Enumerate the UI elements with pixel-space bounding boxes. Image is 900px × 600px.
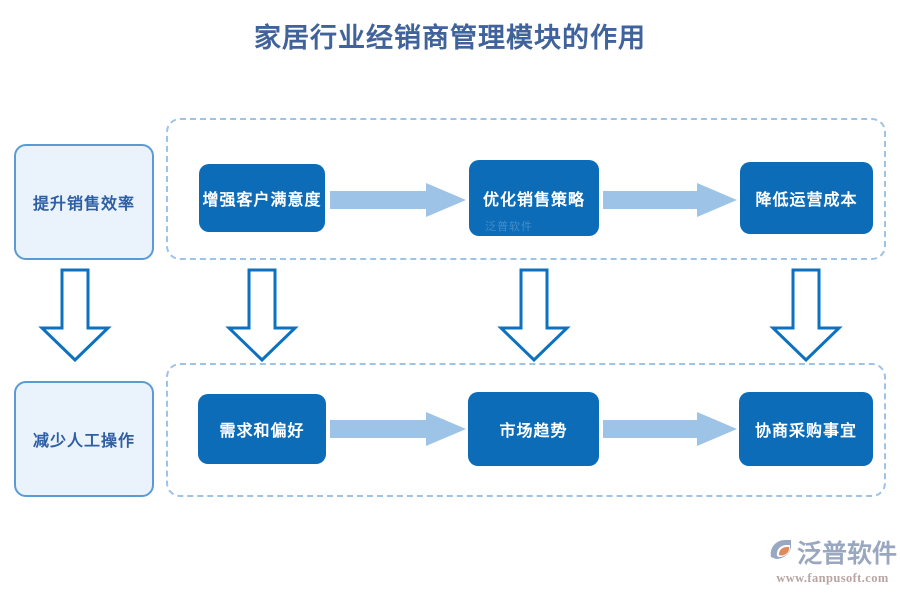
down-arrow-icon-4 xyxy=(769,268,843,363)
dashed-group-bottom xyxy=(166,363,886,497)
brand-logo: 泛普软件 www.fanpusoft.com xyxy=(768,530,898,590)
process-box-top-3[interactable]: 降低运营成本 xyxy=(740,162,873,234)
brand-name: 泛普软件 xyxy=(797,541,898,568)
brand-url: www.fanpusoft.com xyxy=(776,571,889,585)
outcome-box-reduce-manual-operation[interactable]: 减少人工操作 xyxy=(14,381,154,497)
process-box-bottom-1[interactable]: 需求和偏好 xyxy=(198,394,326,464)
process-box-bottom-3[interactable]: 协商采购事宜 xyxy=(739,392,873,466)
down-arrow-icon-2 xyxy=(225,268,299,363)
outcome-box-improve-sales-efficiency[interactable]: 提升销售效率 xyxy=(14,144,154,260)
process-box-top-1[interactable]: 增强客户满意度 xyxy=(199,164,325,232)
down-arrow-icon-3 xyxy=(497,268,571,363)
fanpu-swirl-logo-icon xyxy=(768,537,794,568)
right-arrow-icon-top-2 xyxy=(603,183,737,217)
right-arrow-icon-bottom-2 xyxy=(603,412,737,446)
down-arrow-icon-1 xyxy=(38,268,112,363)
process-box-top-2[interactable]: 优化销售策略 xyxy=(469,160,599,236)
page-title: 家居行业经销商管理模块的作用 xyxy=(254,23,646,53)
process-box-bottom-2[interactable]: 市场趋势 xyxy=(468,392,599,466)
dashed-group-top xyxy=(166,118,886,260)
right-arrow-icon-top-1 xyxy=(330,183,466,217)
right-arrow-icon-bottom-1 xyxy=(330,412,466,446)
